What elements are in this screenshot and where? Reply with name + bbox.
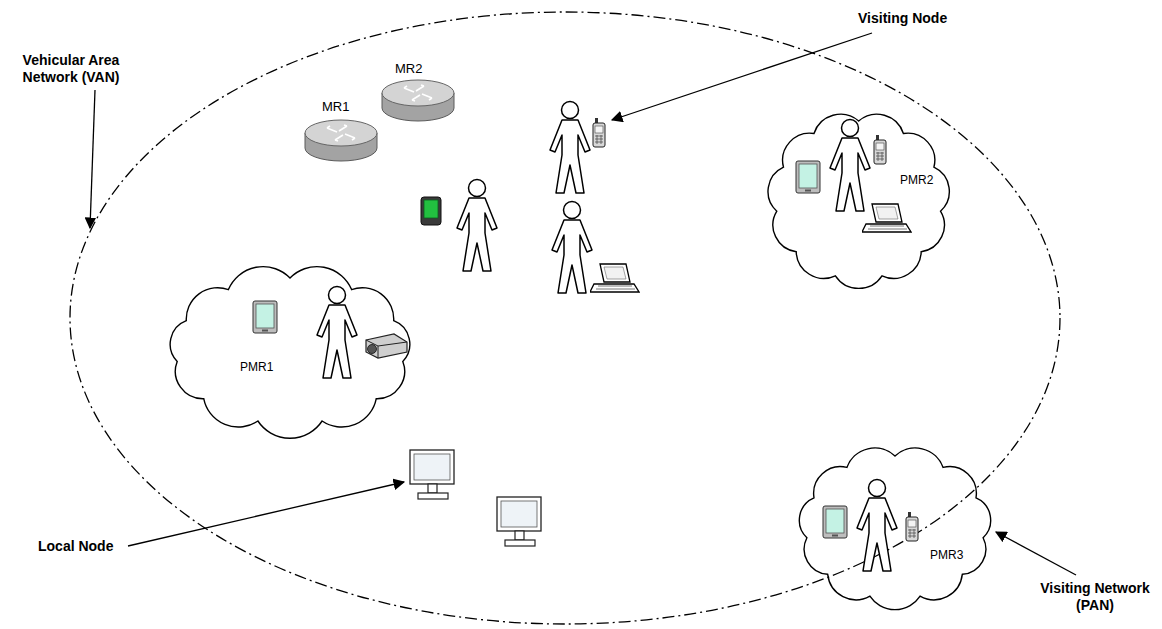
leader-arrow [90,90,95,228]
pda-icon [421,197,441,225]
cloud-shape [768,114,949,288]
person-figure [552,202,592,294]
person-figure [550,102,590,194]
leader-arrow [996,532,1076,575]
router-symbol [305,120,377,161]
leader-arrow [128,482,404,546]
callout-label: Vehicular Area Network (VAN) [10,52,132,86]
pan-router-label: PMR2 [900,173,933,187]
person-figure [830,120,870,212]
laptop-icon [590,264,639,292]
pan-router-label: PMR3 [930,548,963,562]
cloud-outline [760,105,957,295]
cloud-outline [790,440,1000,615]
person-figure [457,180,497,272]
callout-label: Local Node [38,538,113,555]
pan-cloud: PMR2 [760,105,957,295]
tablet-icon [823,506,847,538]
van-boundary [70,12,1060,624]
person-figure [317,287,357,379]
callout-label: Visiting Network (PAN) [1036,580,1154,614]
pan-cloud: PMR3 [790,440,1000,615]
cloud-shape [799,448,990,610]
callout-label: Visiting Node [858,10,947,27]
cloud-shape [170,267,410,439]
monitor-icon [410,450,454,499]
tablet-icon [796,161,820,193]
router-label: MR1 [322,98,349,115]
person-figure [857,480,897,572]
phone-icon [906,512,918,541]
projector-icon [366,334,407,358]
router-label: MR2 [395,60,422,77]
pan-cloud: PMR1 [160,262,420,440]
laptop-icon [862,204,911,232]
phone-icon [874,135,886,164]
phone-icon [593,118,605,147]
cloud-outline [160,262,420,440]
monitor-icon [497,497,541,546]
tablet-icon [253,301,277,333]
leader-arrow [612,33,872,120]
pan-router-label: PMR1 [240,360,273,374]
router-symbol [382,80,454,121]
